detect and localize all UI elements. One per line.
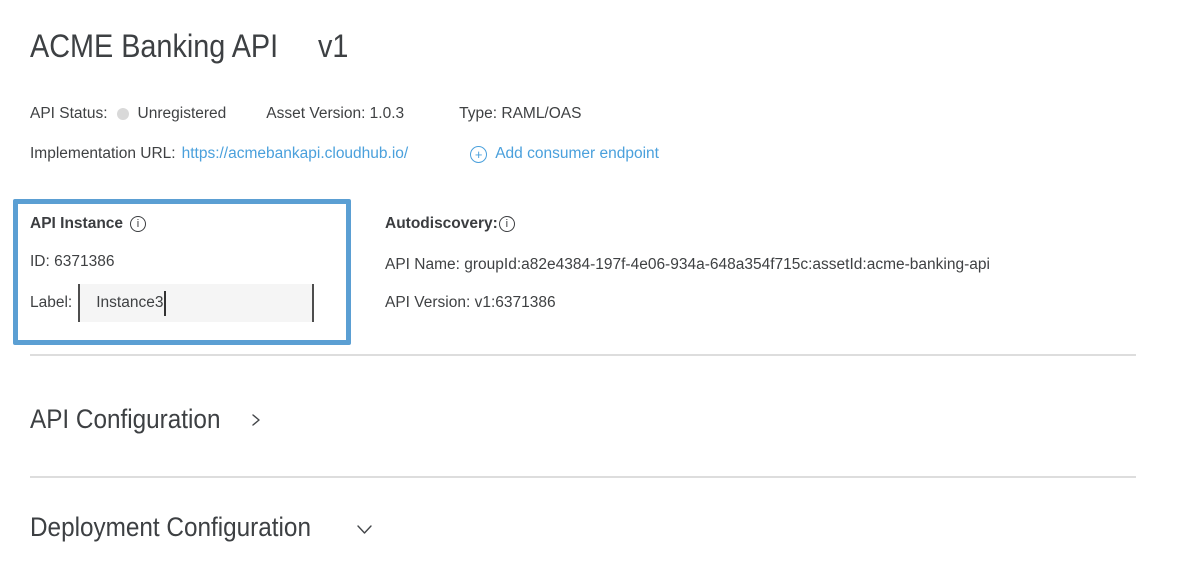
instance-label-value: Instance3	[96, 294, 164, 311]
autodiscovery-title: Autodiscovery:	[385, 215, 498, 232]
implementation-url-link[interactable]: https://acmebankapi.cloudhub.io/	[181, 145, 409, 162]
api-instance-title: API Instance	[30, 215, 124, 232]
api-type: Type: RAML/OAS	[459, 105, 582, 122]
api-name-title: ACME Banking API	[30, 28, 279, 64]
divider	[30, 476, 1136, 478]
deployment-configuration-label: Deployment Configuration	[30, 512, 311, 542]
api-status-label: API Status:	[30, 105, 108, 122]
autodiscovery-api-version: API Version: v1:6371386	[385, 294, 556, 311]
chevron-down-icon	[356, 524, 373, 536]
autodiscovery-section: Autodiscovery: i API Name: groupId:a82e4…	[385, 199, 990, 312]
autodiscovery-api-name: API Name: groupId:a82e4384-197f-4e06-934…	[385, 256, 990, 273]
section-api-configuration[interactable]: API Configuration	[30, 404, 262, 435]
text-caret	[164, 290, 167, 316]
add-consumer-endpoint-label: Add consumer endpoint	[495, 145, 659, 162]
api-instance-header: API Instance i	[30, 215, 334, 233]
api-configuration-label: API Configuration	[30, 404, 221, 434]
instance-label-row: Label: Instance3	[30, 284, 334, 322]
asset-version: Asset Version: 1.0.3	[266, 105, 405, 122]
implementation-url-label: Implementation URL:	[30, 145, 176, 162]
section-deployment-configuration[interactable]: Deployment Configuration	[30, 512, 373, 543]
plus-circle-icon: +	[470, 145, 488, 163]
instance-label-input[interactable]: Instance3	[78, 284, 315, 322]
api-instance-card: API Instance i ID: 6371386 Label: Instan…	[13, 199, 351, 345]
status-dot-icon	[116, 108, 129, 120]
implementation-row: Implementation URL: https://acmebankapi.…	[30, 145, 659, 163]
page-title: ACME Banking API v1	[30, 28, 351, 65]
api-instance-id: ID: 6371386	[30, 253, 115, 270]
info-icon[interactable]: i	[130, 216, 147, 232]
input-right-edge	[312, 284, 315, 322]
instance-section: API Instance i ID: 6371386 Label: Instan…	[13, 199, 990, 345]
autodiscovery-header: Autodiscovery: i	[385, 215, 990, 233]
status-row: API Status: Unregistered Asset Version: …	[30, 105, 581, 123]
divider	[30, 354, 1136, 356]
api-version-badge: v1	[317, 28, 349, 64]
chevron-right-icon	[250, 412, 262, 428]
add-consumer-endpoint-button[interactable]: + Add consumer endpoint	[470, 145, 659, 163]
api-status-value: Unregistered	[137, 105, 227, 122]
input-left-edge	[78, 284, 81, 322]
info-icon[interactable]: i	[498, 216, 515, 232]
instance-label-caption: Label:	[30, 294, 73, 311]
